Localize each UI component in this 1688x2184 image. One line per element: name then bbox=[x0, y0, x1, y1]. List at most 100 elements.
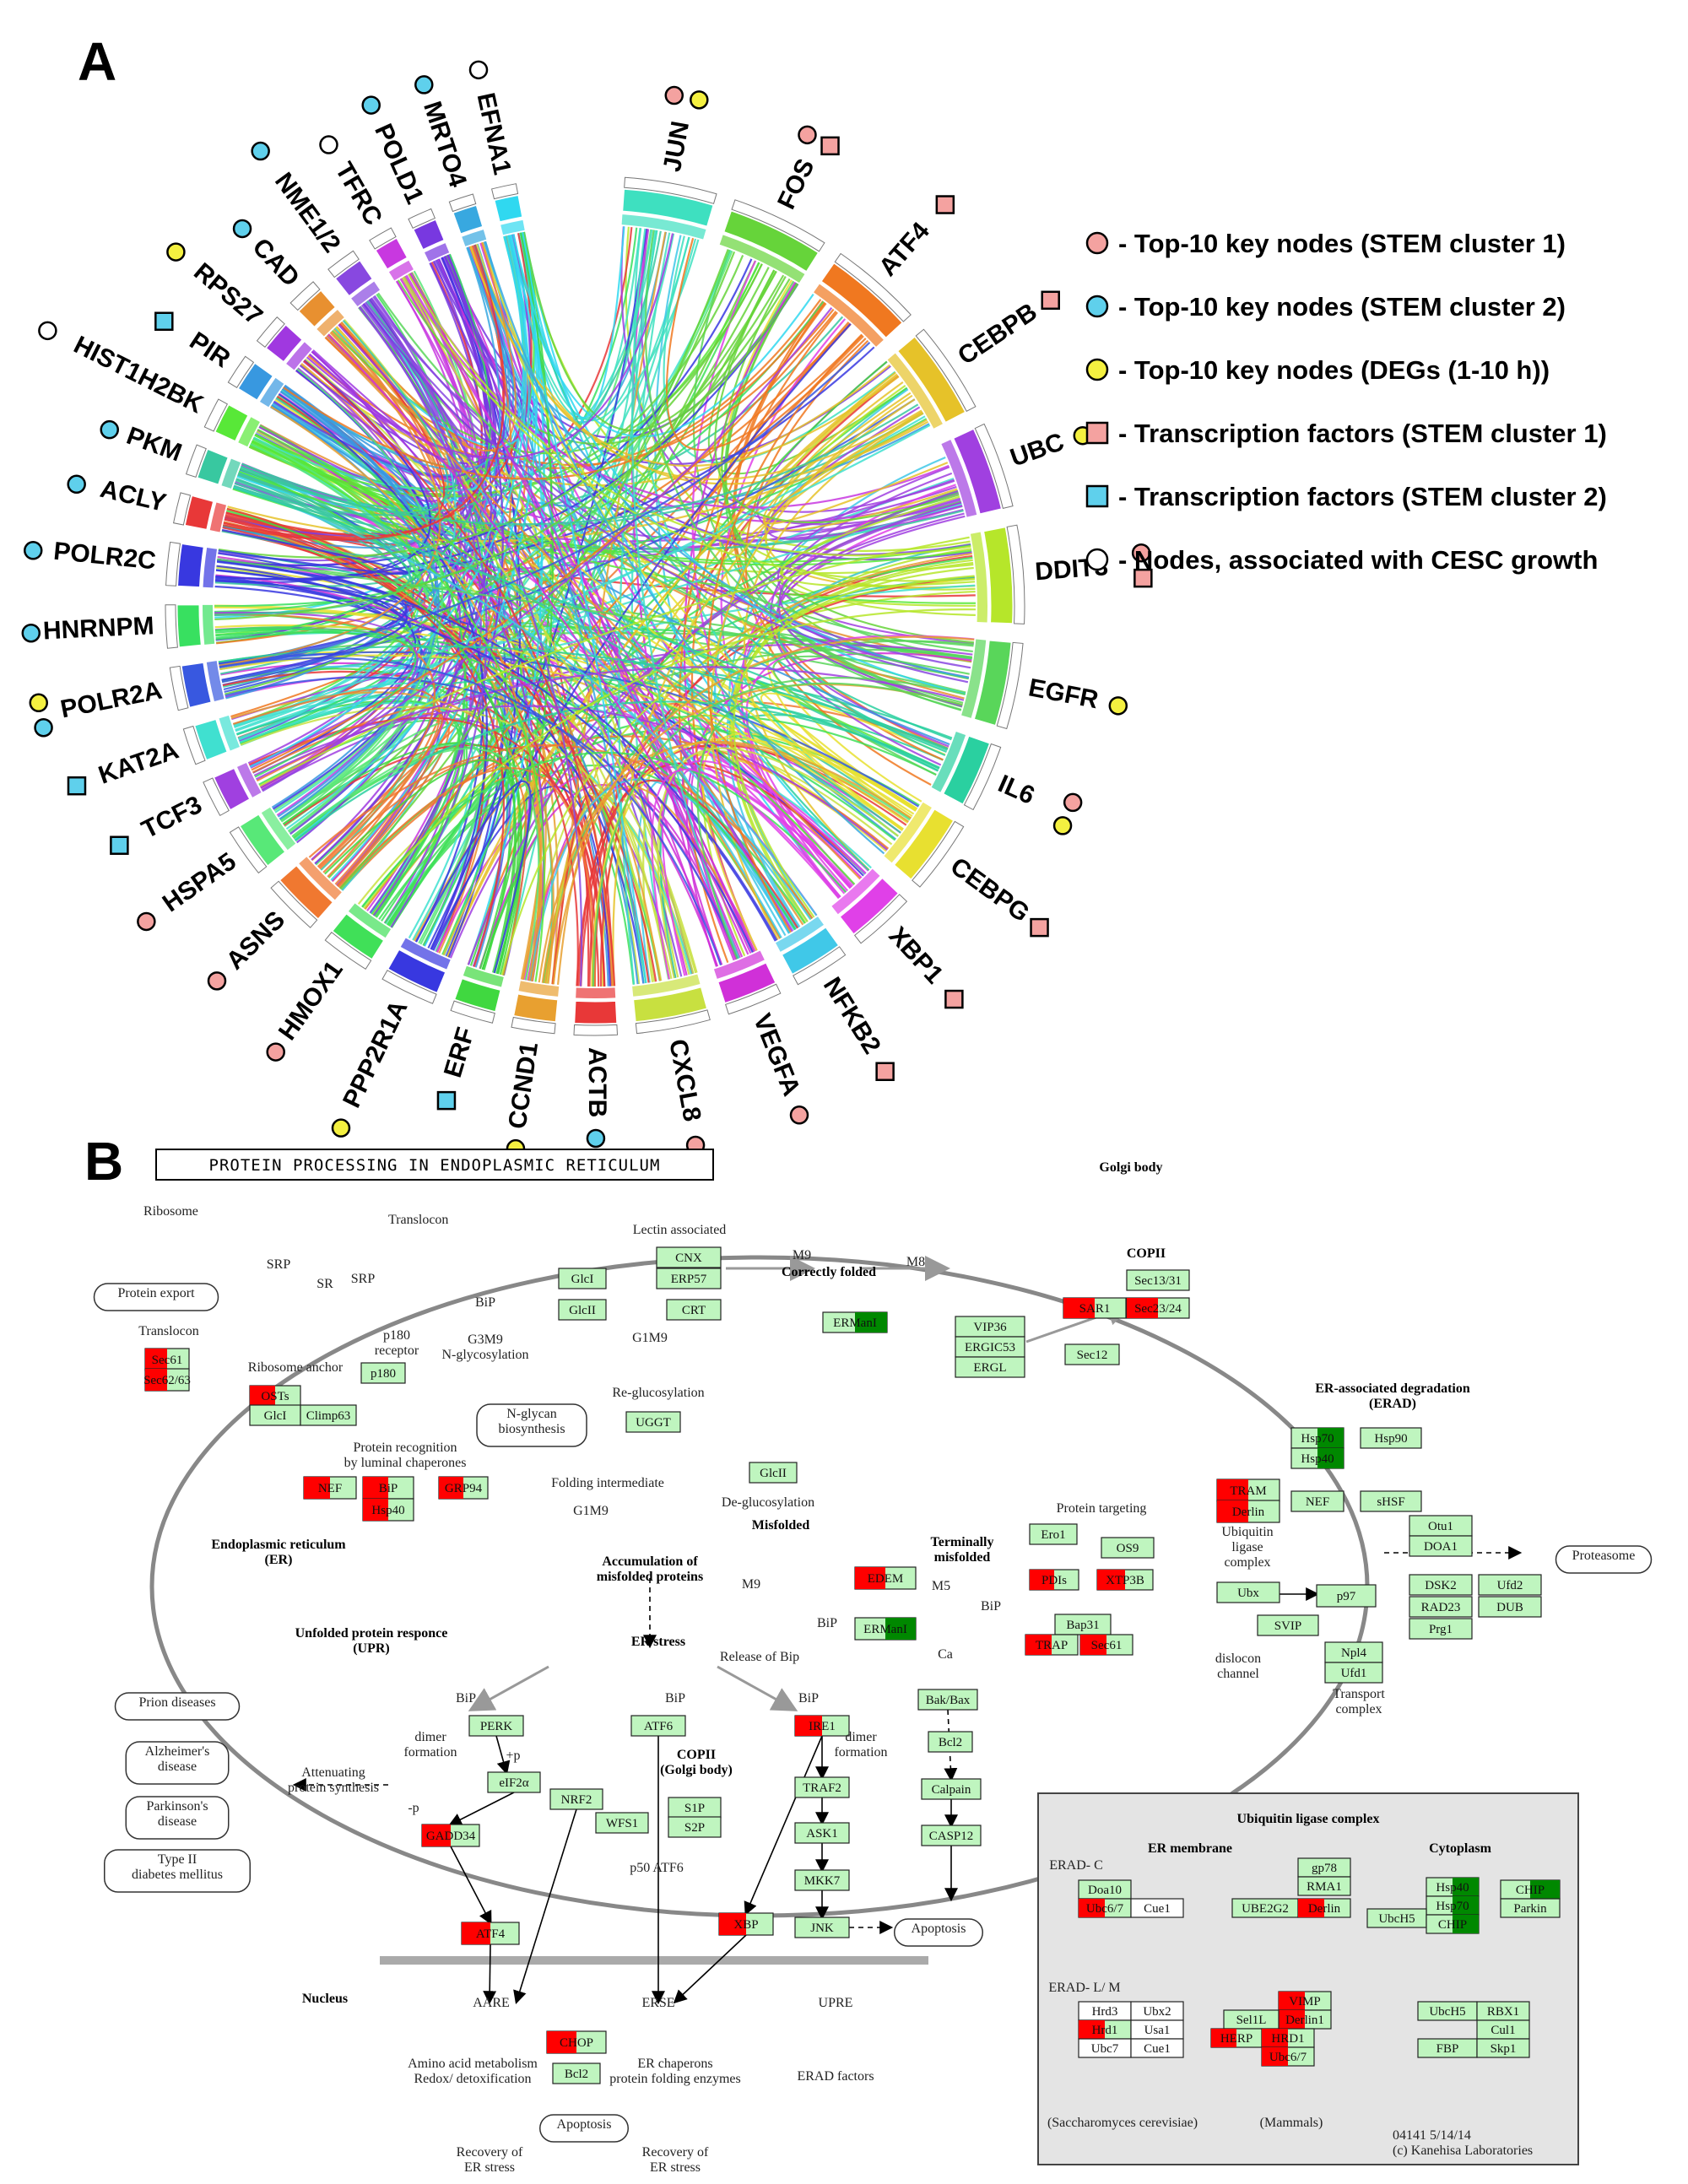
node-s2p: S2P bbox=[668, 1816, 722, 1838]
node-label: Climp63 bbox=[306, 1409, 351, 1423]
node-label: NEF bbox=[318, 1482, 342, 1495]
gene-tick-ring bbox=[793, 946, 847, 986]
node-label: Ubc6/7 bbox=[1269, 2051, 1307, 2064]
gene-marker bbox=[232, 219, 252, 239]
node-box bbox=[656, 1268, 722, 1289]
node-label: Ufd2 bbox=[1497, 1579, 1523, 1592]
label-text: Misfolded bbox=[752, 1518, 810, 1533]
gene-segment-ubc: UBC bbox=[941, 423, 1093, 517]
gene-arc-inner bbox=[261, 807, 296, 851]
gene-segment-fos: FOS bbox=[719, 125, 840, 284]
gene-tick-ring bbox=[573, 1024, 619, 1036]
label-p50: p50 ATF6 bbox=[630, 1861, 684, 1875]
legend-marker bbox=[1085, 231, 1109, 255]
chord-link bbox=[359, 305, 482, 916]
node-calpain: Calpain bbox=[921, 1778, 982, 1800]
gene-segment-egfr: EGFR bbox=[961, 639, 1128, 730]
chord-link bbox=[233, 424, 931, 727]
label-p1: +p bbox=[506, 1749, 520, 1763]
gene-arc bbox=[893, 808, 955, 880]
ubiquitin-node-vimp: VIMP bbox=[1278, 1991, 1332, 2011]
gene-marker bbox=[67, 474, 86, 495]
chord-link bbox=[251, 311, 837, 771]
node-box bbox=[1101, 1537, 1155, 1559]
node-box bbox=[1360, 1427, 1422, 1449]
node-otu1: Otu1 bbox=[1409, 1515, 1473, 1537]
ubiquitin-node-hrd1: HRD1 bbox=[1261, 2028, 1315, 2048]
pathway-edge bbox=[448, 1792, 515, 1826]
node-box-down bbox=[1453, 1896, 1479, 1915]
chord-link bbox=[524, 792, 656, 982]
gene-label: KAT2A bbox=[95, 736, 182, 789]
gene-arc bbox=[239, 814, 286, 867]
gene-tick-ring bbox=[256, 316, 285, 348]
pathway-edge bbox=[744, 1735, 823, 1916]
node-label: sHSF bbox=[1377, 1495, 1404, 1509]
node-box-up bbox=[1079, 1899, 1105, 1917]
gene-arc-inner bbox=[388, 260, 414, 281]
label-text: Release of Bip bbox=[720, 1650, 799, 1664]
node-box bbox=[1476, 2038, 1530, 2058]
chord-link bbox=[414, 780, 532, 974]
gene-marker bbox=[29, 693, 49, 713]
node-label: GlcI bbox=[571, 1273, 594, 1286]
chord-link bbox=[270, 405, 542, 981]
gene-label: ATF4 bbox=[874, 217, 935, 282]
node-edem: EDEM bbox=[854, 1566, 917, 1590]
gene-arc-inner bbox=[238, 417, 260, 447]
node-box-up bbox=[250, 1386, 275, 1406]
node-box bbox=[625, 1411, 681, 1433]
label-bip6: BiP bbox=[798, 1691, 819, 1706]
gene-arc-inner bbox=[814, 284, 884, 347]
pathway-edge bbox=[717, 1665, 798, 1711]
node-label: Hsp70 bbox=[1436, 1900, 1469, 1913]
node-hsp40: Hsp40 bbox=[1290, 1447, 1344, 1469]
gene-segment-erf: ERF bbox=[436, 965, 504, 1111]
chord-link bbox=[302, 233, 674, 460]
node-box-up bbox=[795, 1716, 822, 1736]
gene-marker bbox=[137, 911, 156, 932]
node-box-down bbox=[1530, 1880, 1560, 1899]
label-apoptosis2: Apoptosis bbox=[539, 2114, 629, 2143]
gene-arc bbox=[973, 640, 1012, 727]
legend-marker bbox=[1085, 358, 1109, 381]
node-label: Sec23/24 bbox=[1134, 1302, 1182, 1316]
label-m9: M9 bbox=[793, 1248, 811, 1262]
gene-tick-ring bbox=[165, 604, 178, 649]
gene-marker bbox=[38, 321, 57, 341]
gene-arc bbox=[181, 662, 212, 708]
legend-marker bbox=[1085, 295, 1109, 318]
gene-segment-kat2a: KAT2A bbox=[67, 715, 240, 796]
node-bcl2: Bcl2 bbox=[928, 1731, 973, 1753]
gene-segment-acly: ACLY bbox=[67, 474, 227, 532]
gene-segment-polr2c: POLR2C bbox=[23, 538, 218, 588]
node-label: CHIP bbox=[1438, 1918, 1467, 1932]
chord-link bbox=[740, 505, 963, 900]
chord-link bbox=[740, 484, 956, 898]
node-box bbox=[794, 1822, 850, 1844]
node-box-up bbox=[1262, 2029, 1288, 2047]
chord-link bbox=[214, 300, 825, 614]
gene-tick-ring bbox=[185, 444, 207, 478]
gene-marker bbox=[935, 195, 955, 214]
gene-marker bbox=[23, 541, 43, 560]
gene-arc-inner bbox=[632, 974, 701, 997]
gene-tick-ring bbox=[912, 820, 965, 888]
gene-arc bbox=[983, 527, 1014, 624]
label-text: De-glucosylation bbox=[722, 1495, 814, 1510]
gene-tick-ring bbox=[448, 193, 477, 213]
chord-link bbox=[278, 393, 489, 950]
chord-link bbox=[294, 235, 530, 841]
node-box bbox=[1216, 1581, 1280, 1603]
chord-link bbox=[743, 412, 924, 871]
node-dub: DUB bbox=[1478, 1596, 1542, 1618]
gene-arc-inner bbox=[259, 377, 284, 408]
node-p180: p180 bbox=[360, 1362, 406, 1384]
chord-link bbox=[305, 358, 698, 973]
